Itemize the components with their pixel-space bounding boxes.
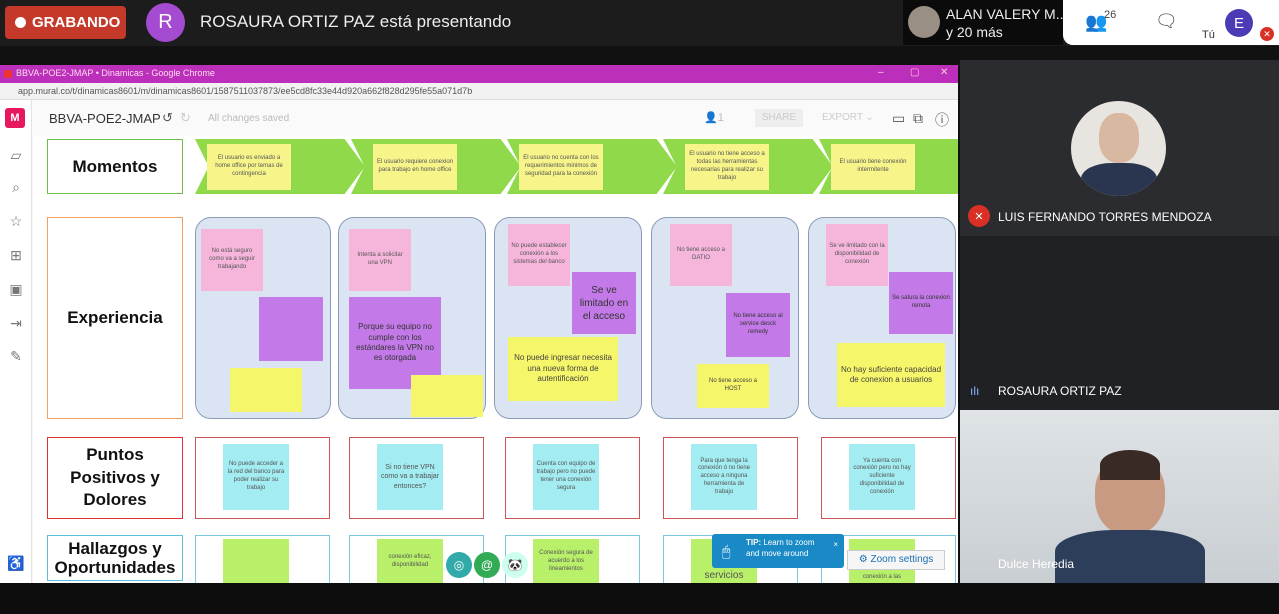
yellow-sticky[interactable] (411, 375, 483, 417)
pink-sticky[interactable]: No puede establecer conexión a los siste… (508, 224, 570, 286)
pen-icon[interactable]: ✎ (10, 348, 22, 364)
window-title: BBVA-POE2-JMAP • Dinamicas - Google Chro… (0, 65, 958, 83)
cyan-sticky[interactable]: Cuenta con equipo de trabajo pero no pue… (533, 444, 599, 510)
green-sticky[interactable]: conexión eficaz, disponibilidad (377, 539, 443, 583)
participant-avatar (908, 6, 940, 38)
row-label-experiencia: Experiencia (47, 217, 183, 419)
row-label-hallazgos: Hallazgos y Oportunidades (47, 535, 183, 581)
maximize-button[interactable]: ▢ (910, 67, 920, 78)
presenting-text: ROSAURA ORTIZ PAZ está presentando (200, 12, 512, 31)
row-label-puntos: Puntos Positivos y Dolores (47, 437, 183, 519)
mural-header (32, 100, 958, 136)
tip-popup: 🖱 TIP: Learn to zoom and move around × (712, 534, 844, 568)
others-count: y 20 más (946, 24, 1003, 40)
green-sticky[interactable] (223, 539, 289, 583)
moment-sticky[interactable]: El usuario no cuenta con los requerimien… (519, 144, 603, 190)
tile-name: LUIS FERNANDO TORRES MENDOZA (998, 210, 1212, 224)
purple-sticky[interactable]: Se ve limitado en el acceso (572, 272, 636, 334)
grid-icon[interactable]: ⊞ (10, 247, 22, 263)
minimize-button[interactable]: – (878, 67, 884, 78)
app-icon (4, 70, 12, 78)
zoom-settings-label: Zoom settings (870, 554, 934, 565)
sticky-note-icon[interactable]: ▱ (10, 147, 22, 163)
redo-icon[interactable]: ↻ (180, 110, 191, 125)
mic-off-icon: ✕ (1260, 27, 1274, 41)
star-icon[interactable]: ☆ (9, 213, 23, 229)
record-dot-icon (15, 17, 26, 28)
mouse-icon: 🖱 (722, 543, 731, 559)
speaking-icon: ılı (970, 384, 980, 398)
collaborator-cursor-icon: @ (474, 552, 500, 578)
moment-sticky[interactable]: El usuario es enviado a home office por … (207, 144, 291, 190)
user-count: 👤1 (704, 112, 724, 124)
pink-sticky[interactable]: Intenta a solicitar una VPN (349, 229, 411, 291)
mic-muted-icon: ✕ (968, 205, 990, 227)
purple-sticky[interactable]: No tiene acceso al service desck remedy (726, 293, 790, 357)
save-status: All changes saved (208, 113, 290, 124)
recording-label: GRABANDO (32, 14, 121, 31)
yellow-sticky[interactable] (230, 368, 302, 412)
recording-badge: GRABANDO (5, 6, 126, 39)
comments-icon[interactable]: ▭ (892, 110, 906, 126)
left-toolbar (0, 100, 32, 583)
gear-icon: ⚙ (858, 554, 871, 565)
presenter-avatar: R (146, 3, 185, 42)
help-icon[interactable]: ⓘ (935, 112, 949, 128)
green-sticky[interactable]: Conexión segura de acuerdo a los lineami… (533, 539, 599, 583)
people-count: 26 (1104, 9, 1117, 21)
share-button[interactable]: SHARE (755, 109, 803, 127)
purple-sticky[interactable]: Porque su equipo no cumple con los están… (349, 297, 441, 389)
cyan-sticky[interactable]: Si no tiene VPN como va a trabajar enton… (377, 444, 443, 510)
yellow-sticky[interactable]: No hay suficiente capacidad de conexion … (837, 343, 945, 407)
undo-icon[interactable]: ↺ (162, 110, 173, 125)
pink-sticky[interactable]: No está seguro como va a seguir trabajan… (201, 229, 263, 291)
url-bar[interactable]: app.mural.co/t/dinamicas8601/m/dinamicas… (0, 83, 958, 100)
video-tile (960, 410, 1279, 583)
pink-sticky[interactable]: No tiene acceso a DATIO (670, 224, 732, 286)
cyan-sticky[interactable]: Para que tenga la conexión ó no tiene ac… (691, 444, 757, 510)
upload-icon[interactable]: ⇥ (10, 315, 22, 331)
tip-text: Learn to zoom and move around (746, 538, 815, 558)
more-icon: ··· (970, 558, 982, 572)
export-button[interactable]: EXPORT ⌄ (822, 112, 874, 123)
moment-sticky[interactable]: El usuario no tiene acceso a todas las h… (685, 144, 769, 190)
row-label-momentos: Momentos (47, 139, 183, 194)
cyan-sticky[interactable]: Ya cuenta con conexión pero no hay sufic… (849, 444, 915, 510)
moment-sticky[interactable]: El usuario requiere conexion para trabaj… (373, 144, 457, 190)
self-label: Tú (1202, 29, 1215, 41)
pink-sticky[interactable]: Se ve limitado con la disponibilidad de … (826, 224, 888, 286)
search-icon[interactable]: ⧉ (913, 110, 923, 126)
comment-search-icon[interactable]: ⌕ (12, 179, 20, 195)
chat-icon[interactable]: 🗨 (1155, 11, 1178, 31)
yellow-sticky[interactable]: No tiene acceso a HOST (697, 364, 769, 408)
people-icon[interactable]: 👥 (1085, 12, 1108, 32)
zoom-settings-button[interactable]: ⚙ Zoom settings (847, 550, 945, 570)
yellow-sticky[interactable]: No puede ingresar necesita una nueva for… (508, 337, 618, 401)
purple-sticky[interactable]: Se satura la conexion remota (889, 272, 953, 334)
tip-bold: TIP: (746, 538, 762, 547)
participant-name: ALAN VALERY M... (946, 6, 1068, 22)
image-icon[interactable]: ▣ (9, 281, 23, 297)
video-tile (960, 237, 1279, 410)
collaborator-cursor-icon: ◎ (446, 552, 472, 578)
accessibility-icon[interactable]: ♿ (7, 555, 25, 571)
tile-name: ROSAURA ORTIZ PAZ (998, 384, 1122, 398)
mural-canvas[interactable]: El usuario es enviado a home office por … (33, 136, 958, 583)
close-button[interactable]: ✕ (940, 67, 949, 78)
self-avatar[interactable]: E (1225, 9, 1253, 37)
tile-name: Dulce Heredia (998, 557, 1075, 571)
participant-photo (1071, 101, 1166, 196)
chrome-window: BBVA-POE2-JMAP • Dinamicas - Google Chro… (0, 65, 958, 583)
bottom-bar (0, 583, 1279, 614)
cyan-sticky[interactable]: No puede acceder a la red del banco para… (223, 444, 289, 510)
panda-avatar-icon: 🐼 (502, 552, 528, 578)
purple-sticky[interactable] (259, 297, 323, 361)
moment-sticky[interactable]: El usuario tiene conexión intermitente (831, 144, 915, 190)
mural-logo[interactable]: M (5, 108, 25, 128)
tip-close-button[interactable]: × (833, 540, 838, 549)
user-count-value: 1 (717, 112, 724, 124)
mural-name[interactable]: BBVA-POE2-JMAP (49, 111, 161, 126)
